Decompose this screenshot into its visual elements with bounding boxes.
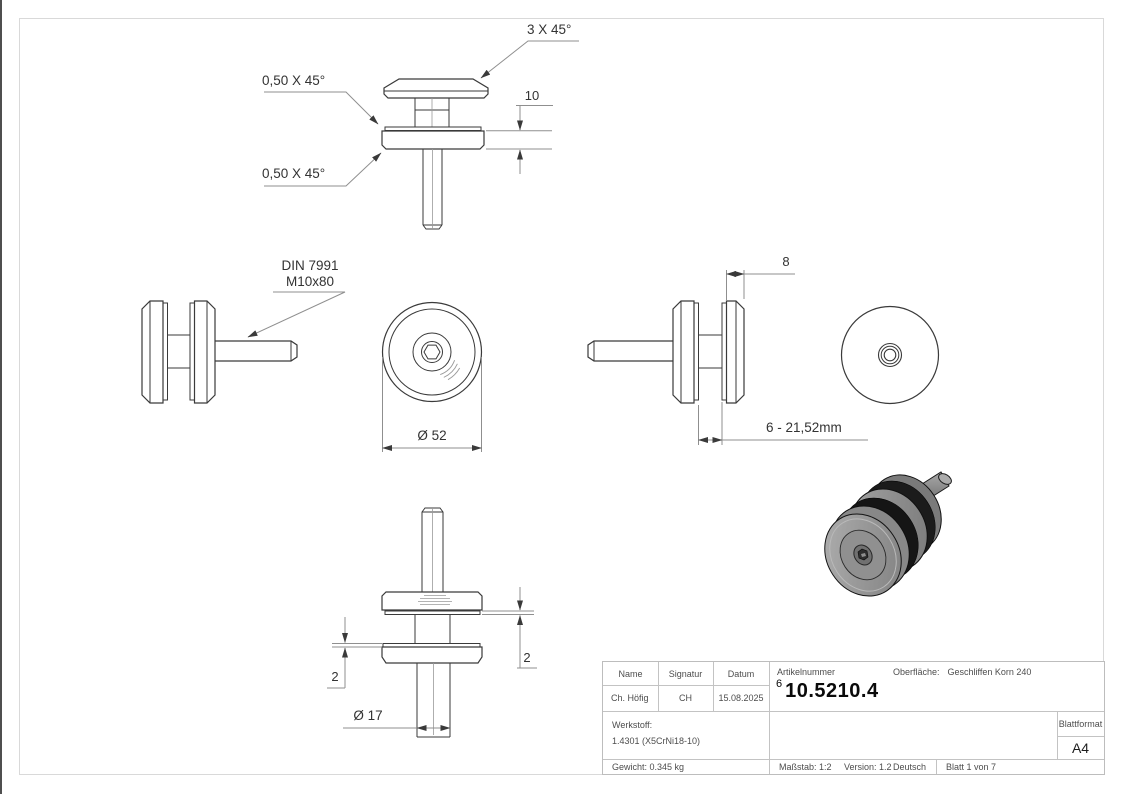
chamfer-050-lower-label: 0,50 X 45°: [262, 166, 326, 181]
tb-grid-line: [603, 711, 1104, 712]
side-view-left: [141, 300, 298, 404]
tb-material: Werkstoff: 1.4301 (X5CrNi18-10): [612, 717, 700, 749]
top-section-view: [381, 78, 489, 230]
chamfer-3x45-label: 3 X 45°: [527, 22, 572, 37]
tb-material-value: 1.4301 (X5CrNi18-10): [612, 736, 701, 746]
tb-material-label: Werkstoff:: [612, 720, 653, 730]
vertical-view-dimensions: [327, 587, 537, 731]
din-standard-label: DIN 7991: [281, 258, 339, 273]
window-edge: [0, 0, 2, 794]
tb-signature-value: CH: [679, 693, 692, 703]
tb-format-value: A4: [1071, 739, 1090, 756]
tb-format-label: Blattformat: [1058, 718, 1103, 729]
rear-view-circle: [840, 305, 940, 405]
tb-weight: Gewicht: 0.345 kg: [612, 761, 685, 772]
dim-2-right-label: 2: [523, 650, 531, 665]
tb-grid-line: [1057, 711, 1058, 759]
dia-17-label: Ø 17: [353, 708, 383, 723]
din-size-label: M10x80: [285, 274, 335, 289]
tb-surface: Oberfläche: Geschliffen Korn 240: [893, 667, 1039, 677]
dim-2-left-label: 2: [331, 669, 339, 684]
tb-sheet: Blatt 1 von 7: [946, 761, 997, 772]
chamfer-050-upper-label: 0,50 X 45°: [262, 73, 326, 88]
dim-10-label: 10: [524, 88, 540, 103]
tb-date-value: 15.08.2025: [718, 693, 764, 703]
tb-surface-value: Geschliffen Korn 240: [947, 667, 1032, 677]
tb-name-value: Ch. Höfig: [611, 693, 649, 703]
din-leader: [247, 291, 346, 338]
tb-grid-line: [603, 685, 769, 686]
tb-grid-line: [658, 662, 659, 711]
tb-language: Deutsch: [893, 761, 927, 772]
tb-grid-line: [713, 662, 714, 711]
dim-8-label: 8: [782, 254, 790, 269]
tb-signature-label: Signatur: [668, 668, 703, 679]
tb-date-label: Datum: [727, 668, 755, 679]
top-view-dimensions: [264, 40, 579, 187]
tb-grid-line: [769, 662, 770, 774]
front-view-circle: [381, 301, 483, 403]
tb-article-prefix: 6: [776, 678, 783, 690]
front-view-dimension: [382, 357, 482, 452]
tb-scale: Maßstab: 1:2: [779, 761, 832, 772]
dia-52-label: Ø 52: [417, 428, 447, 443]
title-block: Name Signatur Datum Ch. Höfig CH 15.08.2…: [602, 661, 1105, 775]
sheet-border-frame: [19, 18, 1104, 775]
tb-grid-line: [936, 759, 937, 774]
tb-version: Version: 1.2: [844, 761, 892, 772]
tb-grid-line: [1057, 736, 1104, 737]
isometric-3d-view: [824, 471, 952, 597]
tb-surface-label: Oberfläche:: [893, 667, 940, 677]
glass-range-label: 6 - 21,52mm: [766, 420, 842, 435]
tb-name-label: Name: [618, 668, 643, 679]
tb-article-number-value: 10.5210.4: [785, 680, 879, 702]
tb-grid-line: [603, 759, 1104, 760]
vertical-section-view: [381, 507, 483, 738]
side-right-dimensions: [698, 270, 868, 445]
side-view-right: [587, 300, 745, 404]
tb-article-label: Artikelnummer: [777, 667, 836, 677]
